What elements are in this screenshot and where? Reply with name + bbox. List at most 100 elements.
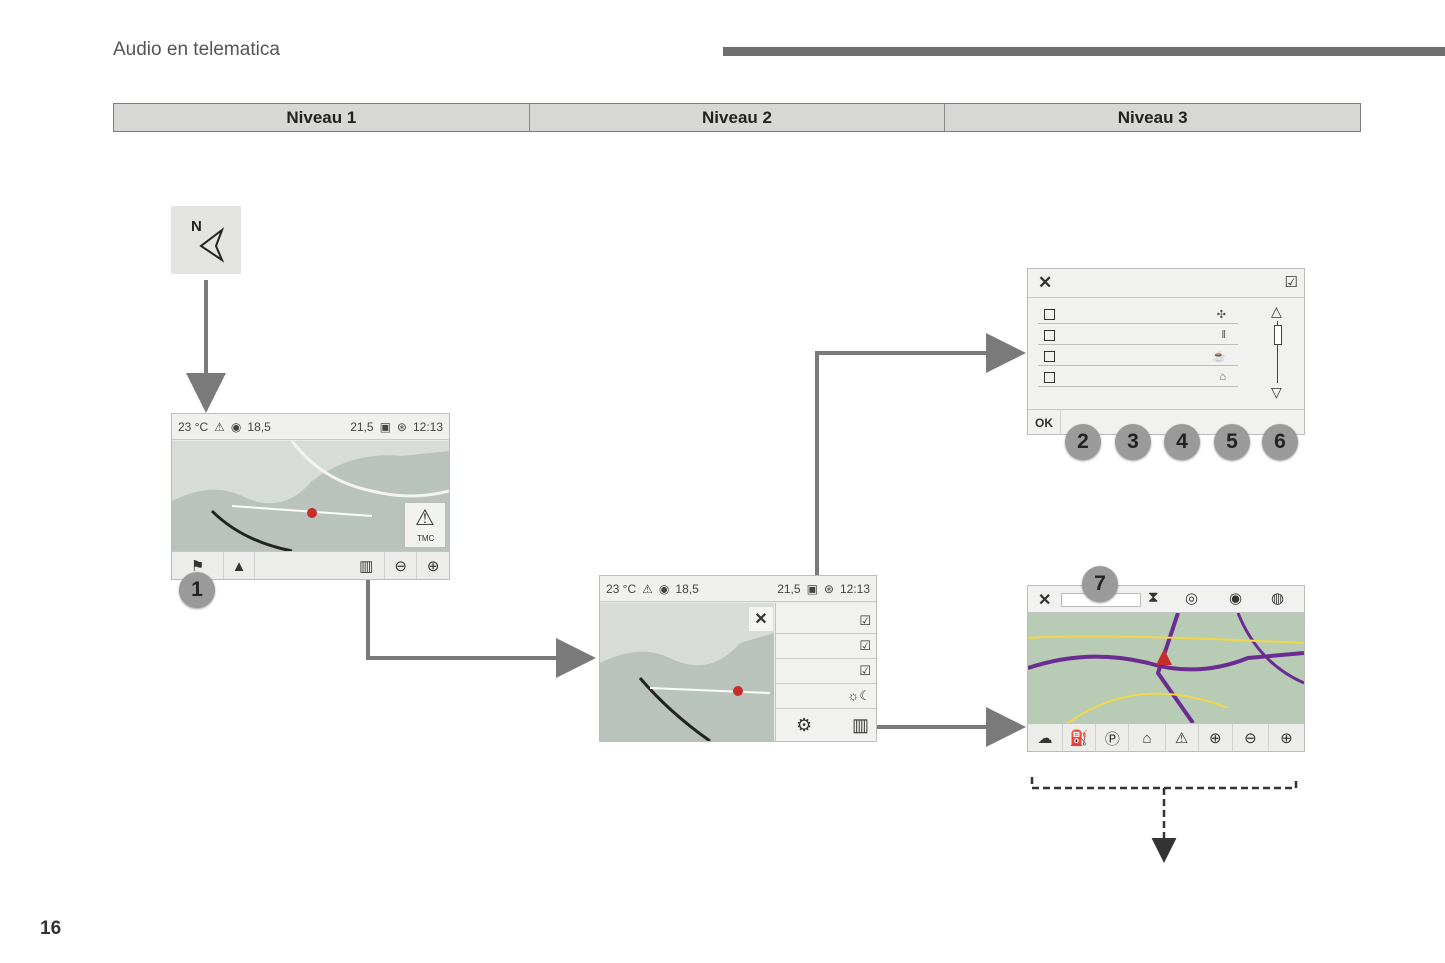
temperature: 23 °C [606,581,637,596]
map-view[interactable] [172,440,449,553]
media-icon: ▣ [806,581,818,596]
arrow-map-to-menu [366,578,596,678]
level1-map-screen: 23 °C ⚠ ◉ 18,5 21,5 ▣ ⊛ 12:13 ⚠ TMC ⚑ ▲ … [171,413,450,580]
temperature: 23 °C [178,419,209,434]
garage-button[interactable]: ⌂ [1129,724,1166,751]
clock: 12:13 [839,581,870,596]
map-book-icon: ▥ [852,715,870,735]
gps-icon: ⊛ [823,581,834,596]
status-bar: 23 °C ⚠ ◉ 18,5 21,5 ▣ ⊛ 12:13 [172,414,449,440]
filter-icon[interactable]: ⧗ [1148,589,1159,606]
callout-1: 1 [179,572,215,608]
north-arrow-icon: ▲ [231,557,247,575]
danger-icon: ⚠ [1174,730,1189,747]
select-all-button[interactable]: ☑ [1285,273,1298,291]
poi-row-fuel[interactable]: ✣ [1038,305,1238,324]
checkbox[interactable] [1044,329,1055,341]
callout-5: 5 [1214,424,1250,460]
navigation-option-icon[interactable]: ◉ [1229,590,1243,607]
flag-icon: ⚑ [190,558,205,575]
map-graphic [172,440,449,553]
tmc-button[interactable]: ⚠ TMC [404,502,446,548]
level1-toolbar: ⚑ ▲ ▥ ⊖ ⊕ [172,551,449,579]
cafe-icon: ☕ [1212,350,1226,363]
add-button[interactable]: ⊕ [1199,724,1233,751]
callout-3: 3 [1115,424,1151,460]
media-option-icon[interactable]: ◍ [1271,590,1285,607]
toolbar-spacer [255,552,349,579]
checkbox-checked-icon: ☑ [859,663,871,678]
map-menu-icon: ▥ [359,558,374,575]
zoom-out-button[interactable]: ⊖ [385,552,418,579]
header-bar [723,47,1445,56]
page-number: 16 [40,918,62,939]
poi-footer: OK [1028,409,1304,434]
weather-button[interactable]: ☁ [1028,724,1064,751]
scroll-up-icon[interactable]: △ [1271,303,1282,319]
side-menu: ☑ ☑ ☑ ☼☾ ⚙ ▥ [775,603,876,741]
status-bar: 23 °C ⚠ ◉ 18,5 21,5 ▣ ⊛ 12:13 [600,576,876,602]
poi-categories-button[interactable]: ⚙ [796,715,812,736]
map-view-button[interactable]: ▥ [852,715,869,736]
map-graphic [600,603,774,741]
value-right: 21,5 [350,419,374,434]
levels-header: Niveau 1 Niveau 2 Niveau 3 [113,103,1361,132]
level-1-header: Niveau 1 [114,104,530,131]
map-view[interactable] [1028,612,1304,725]
zoom-out-icon: ⊖ [1244,730,1257,747]
day-night-option[interactable]: ☼☾ [776,684,876,709]
parking-button[interactable]: Ⓟ [1096,724,1130,751]
close-button[interactable]: ✕ [749,607,773,631]
map-detail-screen: ✕ ⧗ ◎ ◉ ◍ ☁ ⛽ Ⓟ ⌂ ⚠ ⊕ ⊖ ⊕ [1027,585,1305,752]
scroll-track [1277,321,1278,383]
gps-icon: ⊛ [396,419,407,434]
checkbox[interactable] [1044,350,1055,362]
poi-row-restaurant[interactable]: ǁ [1038,326,1238,345]
signal-icon: ◉ [658,581,670,596]
value-left: 18,5 [675,581,699,596]
navigation-button[interactable]: N [171,206,241,274]
menu-option-2[interactable]: ☑ [776,634,876,659]
section-title: Audio en telematica [113,39,280,60]
checkbox[interactable] [1044,371,1055,383]
danger-zone-button[interactable]: ⚠ [1166,724,1199,751]
navigation-arrow-icon [199,227,225,263]
poi-selection-screen: ✕ ☑ ✣ ǁ ☕ ⌂ △ ▽ OK [1027,268,1305,435]
zoom-out-icon: ⊖ [394,558,407,575]
fuel-button[interactable]: ⛽ [1063,724,1097,751]
level-3-header: Niveau 3 [1117,107,1188,127]
north-up-button[interactable]: ▲ [224,552,255,579]
poi-row-shopping[interactable]: ⌂ [1038,368,1238,387]
zoom-in-button[interactable]: ⊕ [1269,724,1304,751]
close-icon: ✕ [1038,273,1053,292]
close-button[interactable]: ✕ [1038,273,1052,293]
scroll-thumb[interactable] [1274,325,1282,345]
clock: 12:13 [412,419,443,434]
map-detail-header: ✕ ⧗ ◎ ◉ ◍ [1028,586,1304,613]
checklist-icon: ☑ [1284,274,1298,291]
menu-option-3[interactable]: ☑ [776,659,876,684]
menu-option-1[interactable]: ☑ [776,609,876,634]
map-view [600,603,774,741]
ok-button[interactable]: OK [1028,410,1061,434]
map-option-icon[interactable]: ◎ [1185,590,1199,607]
close-button[interactable]: ✕ [1038,590,1051,610]
traffic-warning-icon: ⚠ [415,505,435,530]
compass-letter: N [191,218,202,235]
zoom-in-button[interactable]: ⊕ [417,552,449,579]
zoom-out-button[interactable]: ⊖ [1233,724,1269,751]
destination-flag-button[interactable]: ⚑ [172,552,225,579]
map-menu-button[interactable]: ▥ [348,552,385,579]
warning-icon: ⚠ [642,581,653,596]
poi-row-cafe[interactable]: ☕ [1038,347,1238,366]
scrollbar[interactable]: △ ▽ [1263,303,1293,400]
checkbox[interactable] [1044,308,1055,320]
scroll-down-icon[interactable]: ▽ [1271,384,1282,400]
value-right: 21,5 [777,581,801,596]
shopping-icon: ⌂ [1219,371,1226,383]
map-detail-toolbar: ☁ ⛽ Ⓟ ⌂ ⚠ ⊕ ⊖ ⊕ [1028,723,1304,751]
add-icon: ⊕ [1208,730,1222,747]
checkbox-checked-icon: ☑ [859,613,871,628]
level2-menu-screen: 23 °C ⚠ ◉ 18,5 21,5 ▣ ⊛ 12:13 ✕ ☑ ☑ ☑ ☼☾… [599,575,877,742]
level-2-header: Niveau 2 [530,104,946,131]
